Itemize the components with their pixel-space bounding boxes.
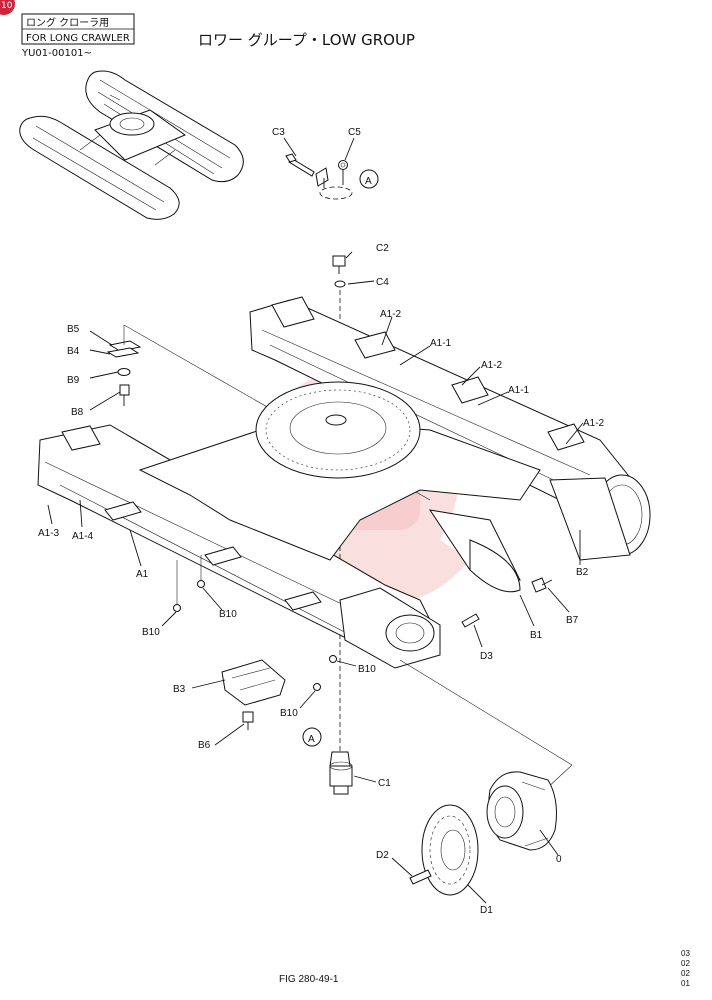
callout-c3: C3 (272, 127, 285, 138)
callout-zero: 0 (556, 854, 562, 865)
callout-c2: C2 (376, 243, 389, 254)
callout-d3: D3 (480, 651, 493, 662)
callout-b10-4: B10 (280, 708, 298, 719)
callout-a1-2-c: A1-2 (583, 418, 605, 429)
long-crawler-note: ロング クローラ用 FOR LONG CRAWLER YU01-00101~ (21, 13, 135, 59)
ref-a-top-marker (359, 169, 379, 189)
callout-a1-2-a: A1-2 (380, 309, 402, 320)
callout-b6: B6 (198, 740, 211, 751)
detail-c3-c5: A C3 C5 (272, 127, 379, 200)
detail-b3-b6: B3 B6 (173, 659, 286, 751)
callout-b10-2: B10 (219, 609, 237, 620)
callout-b5: B5 (67, 324, 80, 335)
callout-d1: D1 (480, 905, 493, 916)
footer: FIG 280-49-1 03 02 02 01 (279, 949, 690, 988)
track-frame-a1 (37, 296, 651, 669)
b7-d3-bolts (461, 577, 553, 628)
callout-b10-3: B10 (358, 664, 376, 675)
ref-a-bottom: A (308, 734, 315, 745)
callout-b2: B2 (576, 567, 589, 578)
callout-b10-1: B10 (142, 627, 160, 638)
callout-a1-1-a: A1-1 (430, 338, 452, 349)
callout-b8: B8 (71, 407, 84, 418)
page-title: ロワー グループ・LOW GROUP (198, 31, 415, 49)
note-jp: ロング クローラ用 (26, 16, 109, 29)
callout-a1-3: A1-3 (38, 528, 60, 539)
callout-c1: C1 (378, 778, 391, 789)
detail-drive: 0 D2 D1 (376, 659, 573, 916)
page-mark-number: 10 (1, 1, 13, 11)
frame-callouts: A1-2 A1-1 A1-2 A1-1 A1-2 A1-3 A1-4 A1 B2… (38, 309, 605, 662)
serial-range: YU01-00101~ (21, 48, 92, 59)
callout-b9: B9 (67, 375, 80, 386)
revision-4: 01 (681, 979, 690, 988)
callout-b3: B3 (173, 684, 186, 695)
callout-d2: D2 (376, 850, 389, 861)
callout-a1-1-b: A1-1 (508, 385, 530, 396)
b10-bolts: B10 B10 B10 B10 (142, 555, 376, 719)
callout-a1: A1 (136, 569, 149, 580)
revision-1: 03 (681, 949, 690, 958)
callout-c5: C5 (348, 127, 361, 138)
inset-undercarriage (19, 70, 244, 220)
page-mark: 10 (0, 0, 15, 15)
note-en: FOR LONG CRAWLER (26, 33, 130, 44)
ref-a-top: A (365, 176, 372, 187)
revision-2: 02 (681, 959, 690, 968)
callout-a1-2-b: A1-2 (481, 360, 503, 371)
detail-c1: A C1 (302, 727, 391, 795)
left-fasteners: B5 B4 B9 B8 (67, 324, 431, 501)
callout-b7: B7 (566, 615, 579, 626)
figure-number: FIG 280-49-1 (279, 974, 339, 985)
callout-c4: C4 (376, 277, 389, 288)
callout-a1-4: A1-4 (72, 531, 94, 542)
callout-b4: B4 (67, 346, 80, 357)
revision-3: 02 (681, 969, 690, 978)
callout-b1: B1 (530, 630, 543, 641)
